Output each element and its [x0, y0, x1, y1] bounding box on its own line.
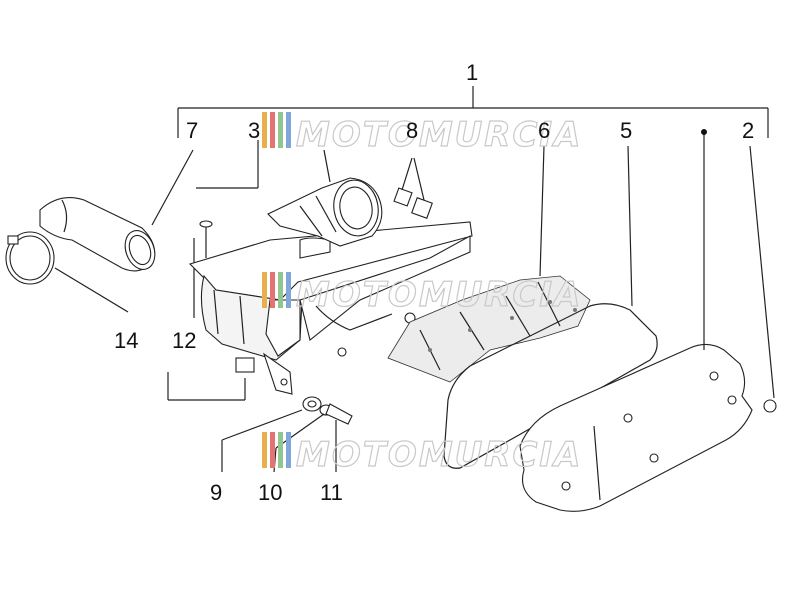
callout-5: 5: [620, 118, 632, 143]
watermark-top: MOTOMURCIA: [262, 112, 582, 156]
callout-3: 3: [248, 118, 260, 143]
callout-12: 12: [172, 328, 196, 353]
intake-elbow-part: [267, 149, 383, 247]
gasket-part: [443, 145, 658, 469]
foam-filter-part: [387, 145, 591, 383]
callout-10: 10: [258, 480, 282, 505]
callout-7: 7: [186, 118, 198, 143]
watermark-text: MOTOMURCIA: [296, 275, 582, 315]
callout-2: 2: [742, 118, 754, 143]
intake-duct-part: [39, 149, 194, 272]
callout-8: 8: [406, 118, 418, 143]
callout-14: 14: [114, 328, 138, 353]
callout-6: 6: [538, 118, 550, 143]
callout-11: 11: [320, 480, 343, 505]
screw-part-2: [749, 145, 777, 413]
filter-housing-part: [167, 140, 473, 401]
screw-part-12: [193, 220, 213, 318]
callout-9: 9: [210, 480, 222, 505]
plug-part-8: [393, 157, 433, 219]
watermark-middle: MOTOMURCIA: [262, 272, 582, 316]
watermark-bottom: MOTOMURCIA: [262, 432, 582, 476]
watermark-text: MOTOMURCIA: [296, 115, 582, 155]
watermark-text: MOTOMURCIA: [296, 435, 582, 475]
callout-1: 1: [466, 60, 478, 85]
assembly-bracket: [177, 86, 769, 138]
hose-clamp-part: [5, 231, 129, 313]
housing-cover-part: [519, 129, 753, 512]
